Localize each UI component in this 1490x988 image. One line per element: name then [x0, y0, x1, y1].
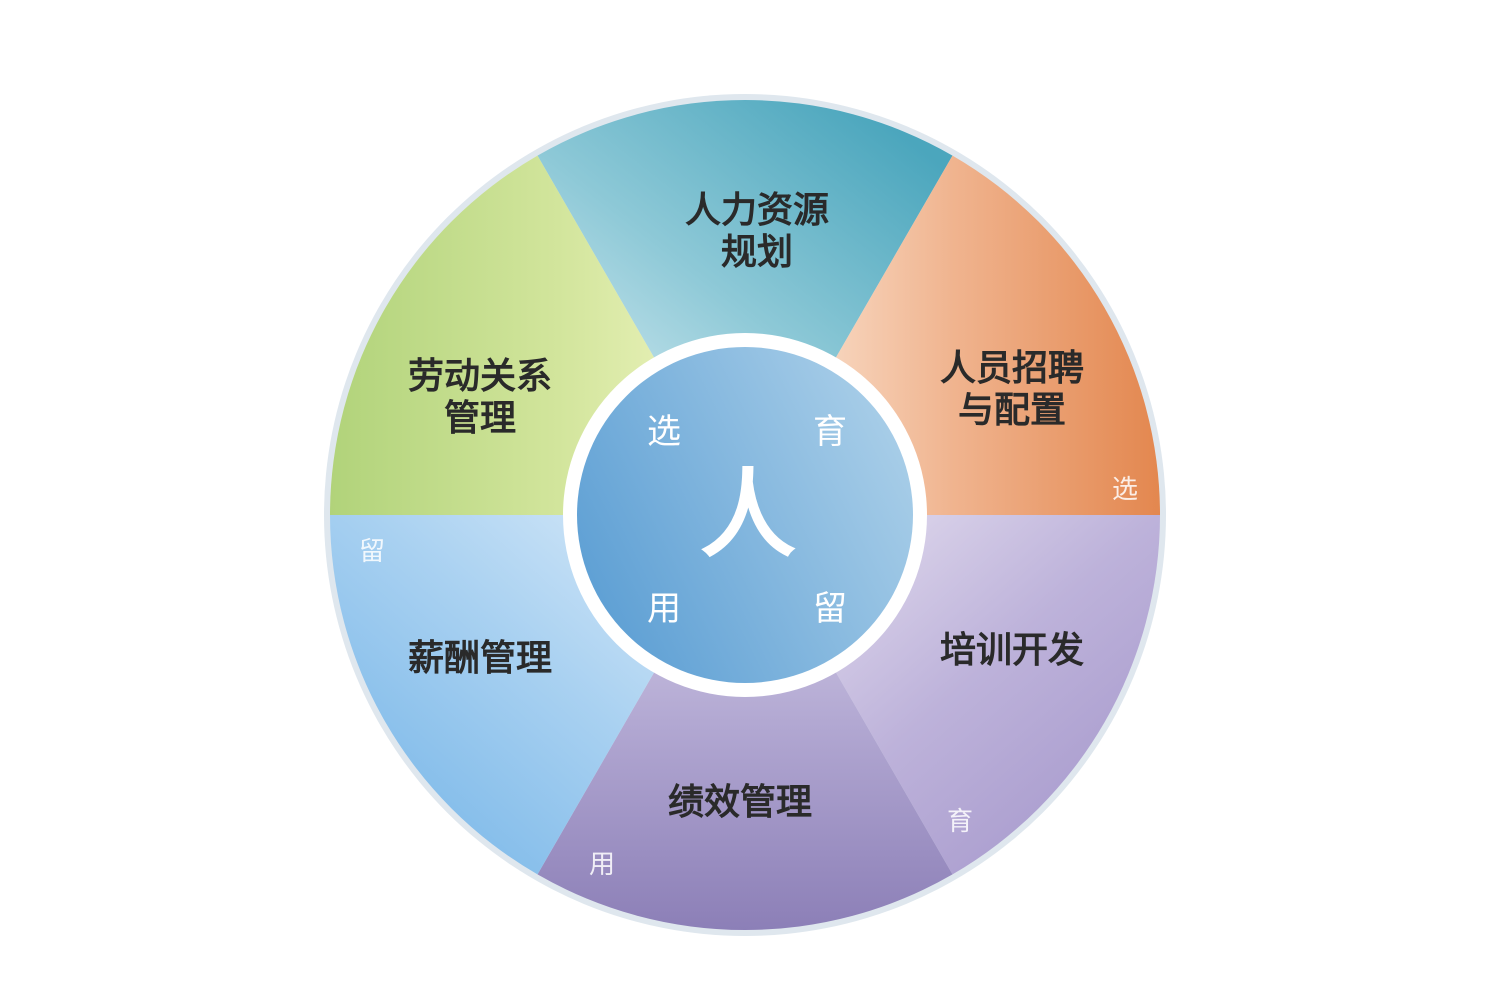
- sector-label-planning-1: 人力资源: [685, 190, 829, 231]
- inner-label-select: 选: [647, 412, 681, 452]
- center-label-person: 人: [700, 458, 796, 571]
- sector-tag-recruitment: 选: [1112, 475, 1138, 505]
- inner-label-develop: 育: [813, 412, 847, 452]
- inner-label-use: 用: [647, 589, 681, 629]
- sector-label-performance: 绩效管理: [668, 782, 812, 823]
- sector-label-recruitment-1: 人员招聘: [940, 348, 1084, 389]
- sector-label-planning-2: 规划: [721, 232, 793, 273]
- sector-label-recruitment-2: 与配置: [958, 390, 1066, 431]
- sector-label-training: 培训开发: [940, 630, 1084, 671]
- sector-performance: [537, 515, 953, 930]
- inner-label-retain: 留: [813, 589, 847, 629]
- sector-label-labor-relations-1: 劳动关系: [408, 356, 552, 397]
- sector-tag-training: 育: [947, 807, 973, 837]
- sector-tag-performance: 用: [589, 850, 615, 880]
- sector-tag-compensation: 留: [359, 537, 385, 567]
- center-circle: [577, 347, 913, 683]
- sector-label-labor-relations-2: 管理: [444, 398, 516, 439]
- sector-planning: [537, 100, 953, 515]
- sector-label-compensation: 薪酬管理: [408, 638, 552, 679]
